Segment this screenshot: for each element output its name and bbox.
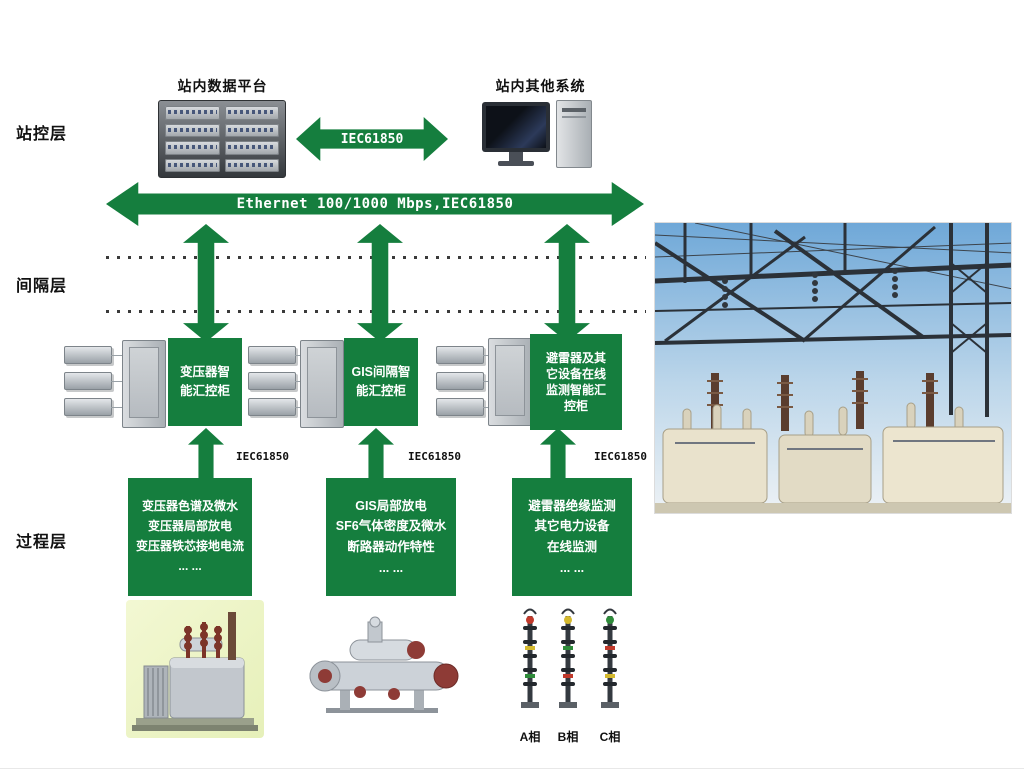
process-box-line: 变压器局部放电	[147, 519, 232, 534]
layer-label-process: 过程层	[16, 534, 68, 551]
arrester-image	[504, 602, 644, 724]
process-box-line: GIS局部放电	[355, 498, 427, 513]
bus-to-cabinet-arrow-2	[357, 224, 403, 342]
cabinet-box-gis: GIS间隔智 能汇控柜	[344, 338, 418, 426]
process-box-transformer: 变压器色谱及微水 变压器局部放电 变压器铁芯接地电流 ... ...	[128, 478, 252, 596]
layer-label-station-control: 站控层	[16, 126, 68, 143]
process-box-line: ... ...	[559, 560, 585, 575]
monitor-base-icon	[498, 161, 534, 166]
phase-label-c: C相	[599, 730, 621, 744]
cabinet-box-line: GIS间隔智	[351, 364, 411, 379]
gis-equipment-image	[298, 614, 463, 722]
monitoring-device-icon	[248, 346, 309, 364]
cabinet-box-line: 能汇控柜	[355, 384, 406, 398]
rack-unit-icon	[165, 106, 220, 120]
process-to-cabinet-arrow-3	[540, 428, 576, 480]
control-cabinet-icon	[300, 340, 344, 428]
desktop-computer-icon	[482, 102, 550, 152]
cabinet-box-line: 它设备在线	[545, 366, 606, 381]
ethernet-bus-arrow: Ethernet 100/1000 Mbps,IEC61850	[106, 182, 644, 226]
transformer-image	[126, 600, 264, 738]
process-to-cabinet-arrow-2	[358, 428, 394, 480]
process-to-cabinet-arrow-1	[188, 428, 224, 480]
monitoring-device-icon	[248, 398, 309, 416]
computer-tower-icon	[556, 100, 592, 168]
monitoring-device-icon	[436, 398, 497, 416]
iec61850-link-arrow: IEC61850	[296, 117, 448, 161]
cabinet-box-line: 控柜	[563, 399, 588, 414]
rack-unit-icon	[224, 106, 279, 120]
phase-label-a: A相	[519, 730, 541, 744]
process-box-line: ... ...	[178, 558, 202, 573]
cabinet-box-line: 变压器智	[179, 364, 230, 379]
monitoring-device-icon	[436, 346, 497, 364]
control-cabinet-icon	[488, 338, 532, 426]
rack-unit-icon	[224, 141, 279, 155]
monitoring-device-icon	[248, 372, 309, 390]
rack-unit-icon	[224, 123, 279, 137]
monitoring-device-icon	[436, 372, 497, 390]
phase-label-b: B相	[557, 730, 579, 744]
process-box-gis: GIS局部放电 SF6气体密度及微水 断路器动作特性 ... ...	[326, 478, 456, 596]
layer-label-bay: 间隔层	[16, 278, 68, 295]
iec61850-label-3: IEC61850	[594, 450, 647, 463]
substation-photo	[654, 222, 1012, 514]
cabinet-box-arrester: 避雷器及其 它设备在线 监测智能汇 控柜	[530, 334, 622, 430]
process-box-line: 避雷器绝缘监测	[528, 498, 616, 513]
monitoring-device-icon	[64, 398, 125, 416]
cabinet-box-line: 监测智能汇	[545, 383, 606, 397]
process-box-line: 断路器动作特性	[347, 540, 435, 554]
iec61850-link-label: IEC61850	[340, 131, 404, 147]
bus-to-cabinet-arrow-3	[544, 224, 590, 342]
ethernet-bus-label: Ethernet 100/1000 Mbps,IEC61850	[236, 196, 514, 212]
process-box-line: 在线监测	[546, 540, 597, 554]
process-box-line: 变压器铁芯接地电流	[135, 539, 244, 553]
rack-unit-icon	[165, 123, 220, 137]
monitoring-device-icon	[64, 346, 125, 364]
process-box-line: SF6气体密度及微水	[335, 519, 447, 534]
monitoring-device-icon	[64, 372, 125, 390]
other-systems-label: 站内其他系统	[495, 78, 586, 94]
bus-to-cabinet-arrow-1	[183, 224, 229, 342]
cabinet-box-line: 避雷器及其	[545, 350, 606, 365]
process-box-line: ... ...	[378, 560, 404, 575]
rack-unit-icon	[165, 141, 220, 155]
rack-unit-icon	[224, 158, 279, 172]
monitor-stand-icon	[509, 152, 523, 161]
control-cabinet-icon	[122, 340, 166, 428]
server-rack-image	[158, 100, 286, 178]
process-box-line: 其它电力设备	[534, 519, 610, 534]
rack-unit-icon	[165, 158, 220, 172]
process-box-arrester: 避雷器绝缘监测 其它电力设备 在线监测 ... ...	[512, 478, 632, 596]
iec61850-label-2: IEC61850	[408, 450, 461, 463]
process-box-line: 变压器色谱及微水	[141, 499, 238, 514]
data-platform-label: 站内数据平台	[177, 78, 268, 94]
cabinet-box-line: 能汇控柜	[179, 384, 230, 398]
cabinet-box-transformer: 变压器智 能汇控柜	[168, 338, 242, 426]
iec61850-label-1: IEC61850	[236, 450, 289, 463]
